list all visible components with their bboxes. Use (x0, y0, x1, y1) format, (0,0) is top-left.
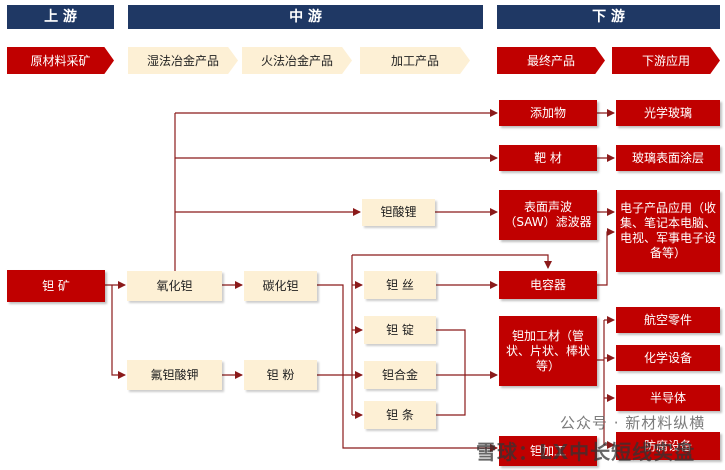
node-saw-filter: 表面声波（SAW）滤波器 (499, 190, 597, 240)
node-electronics-apps: 电子产品应用（收集、笔记本电脑、电视、军事电子设备等） (616, 190, 720, 272)
node-potassium-fluorotantalate: 氟钽酸钾 (127, 360, 222, 390)
category-raw-mining: 原材料采矿 (7, 47, 114, 74)
node-capacitor: 电容器 (499, 271, 597, 299)
node-anticorrosion-partial: 防腐设备 (616, 432, 720, 460)
node-additive: 添加物 (499, 100, 597, 126)
line-top-to-capacitor (352, 254, 552, 269)
node-semiconductor: 半导体 (616, 385, 720, 411)
header-upstream: 上 游 (7, 5, 114, 29)
line-ore-fluoro (111, 285, 126, 379)
node-tantalum-ingot: 钽 锭 (364, 316, 436, 344)
line-capacitor-electronics (597, 228, 615, 286)
node-chemical-equipment: 化学设备 (616, 345, 720, 371)
category-final-products: 最终产品 (497, 47, 605, 74)
watermark-wechat: 公众号 · 新材料纵横 (560, 414, 706, 432)
node-tantalum-ore: 钽 矿 (7, 270, 105, 302)
node-tantalum-strip: 钽 条 (364, 401, 436, 429)
node-tantalum-powder: 钽 粉 (244, 360, 317, 390)
category-processed-products: 加工产品 (360, 47, 470, 74)
category-wet-metallurgy: 湿法冶金产品 (128, 47, 238, 74)
node-lithium-tantalate: 钽酸锂 (362, 199, 435, 226)
node-tantalum-oxide: 氧化钽 (127, 271, 222, 301)
node-glass-coating: 玻璃表面涂层 (616, 145, 720, 171)
node-optical-glass: 光学玻璃 (616, 100, 720, 126)
node-aerospace-parts: 航空零件 (616, 307, 720, 333)
header-downstream: 下 游 (497, 5, 720, 29)
node-tantalum-processed-material: 钽加工材（管状、片状、棒状等） (499, 316, 597, 386)
line-carbide-down (317, 284, 498, 452)
node-tantalum-processing-partial: 钽加工 (499, 436, 597, 466)
node-tantalum-carbide: 碳化钽 (244, 271, 317, 301)
category-fire-metallurgy: 火法冶金产品 (242, 47, 352, 74)
node-tantalum-wire: 钽 丝 (364, 271, 436, 299)
watermark-xueqiu: 雪球：LX中长短线实盘 (476, 440, 696, 464)
node-target-material: 靶 材 (499, 145, 597, 171)
category-downstream-apps: 下游应用 (612, 47, 720, 74)
header-midstream: 中 游 (128, 5, 483, 29)
node-tantalum-alloy: 钽合金 (364, 361, 436, 389)
line-ingot-merge (436, 329, 466, 416)
